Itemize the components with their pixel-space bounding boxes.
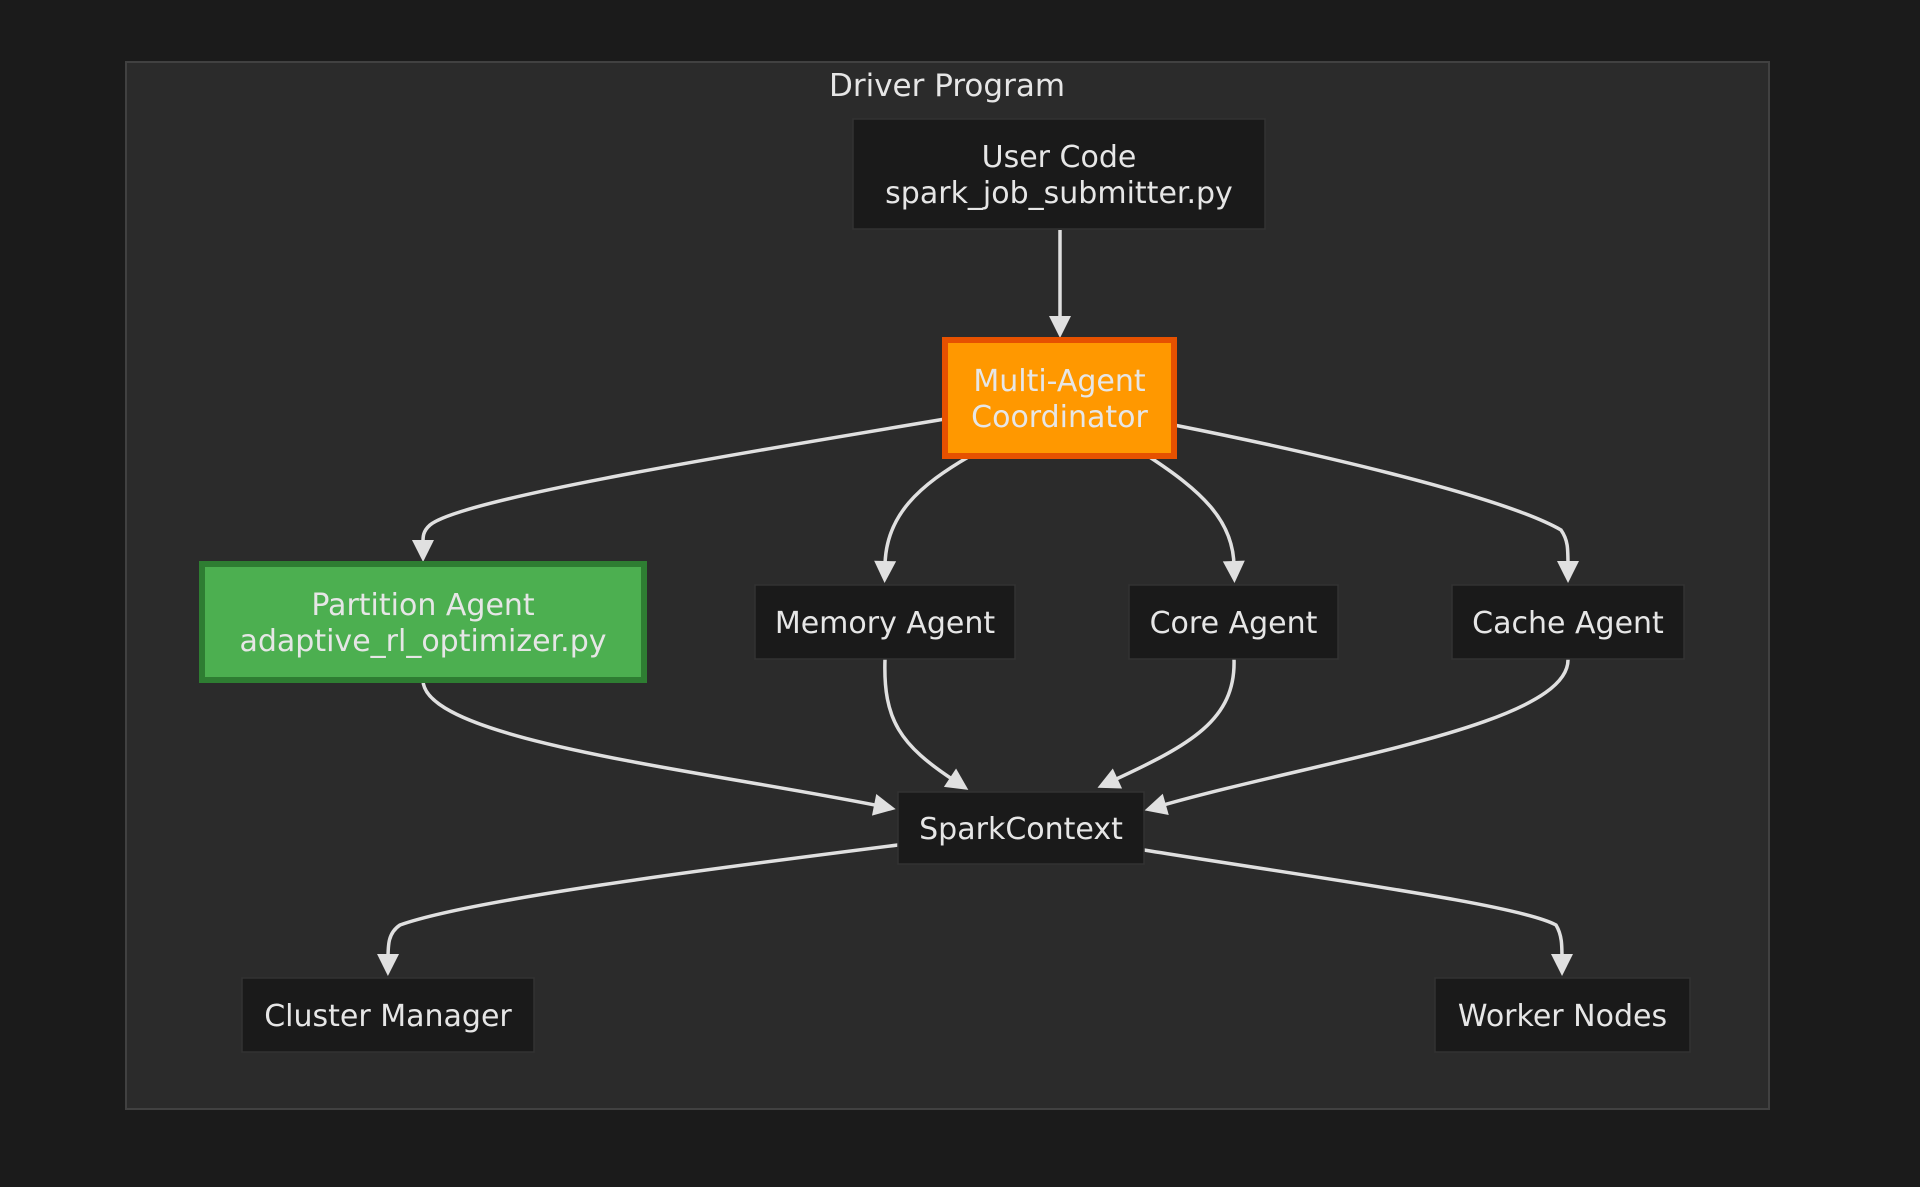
edge-line [1159, 658, 1570, 808]
edge-line [421, 417, 946, 547]
arrowhead-icon [874, 560, 897, 583]
edge-core-to-spark-context [1097, 658, 1236, 789]
edge-coordinator-to-core [1147, 454, 1245, 583]
edge-coordinator-to-memory [874, 454, 971, 583]
node-box [942, 337, 1177, 459]
node-worker-nodes[interactable]: Worker Nodes [1434, 977, 1691, 1053]
node-label: Worker Nodes [1458, 999, 1667, 1034]
node-cluster-manager[interactable]: Cluster Manager [241, 977, 535, 1053]
node-core[interactable]: Core Agent [1128, 584, 1339, 660]
node-label: Multi-Agent [973, 364, 1146, 399]
nodes-layer: User Codespark_job_submitter.pyMulti-Age… [199, 118, 1691, 1053]
cluster-title: Driver Program [829, 68, 1065, 104]
edge-cache-to-spark-context [1144, 658, 1570, 815]
node-box [852, 118, 1266, 230]
node-label: Core Agent [1150, 606, 1318, 641]
node-box [241, 977, 535, 1053]
edge-coordinator-to-partition [411, 417, 946, 562]
node-box [754, 584, 1016, 660]
node-box [1434, 977, 1691, 1053]
edge-line [1147, 454, 1236, 568]
edges-layer [377, 230, 1579, 976]
node-label: Partition Agent [311, 588, 535, 623]
edge-line [1143, 848, 1564, 961]
node-memory[interactable]: Memory Agent [754, 584, 1016, 660]
arrowhead-icon [1097, 768, 1123, 789]
edge-line [386, 843, 899, 961]
node-spark-context[interactable]: SparkContext [897, 791, 1145, 865]
edge-partition-to-spark-context [421, 679, 896, 816]
node-box [199, 561, 647, 683]
node-label: User Code [982, 140, 1137, 175]
node-cache[interactable]: Cache Agent [1451, 584, 1685, 660]
node-sublabel: spark_job_submitter.py [885, 176, 1233, 211]
edge-spark-context-to-worker-nodes [1143, 848, 1573, 976]
node-label: SparkContext [919, 812, 1123, 847]
arrowhead-icon [943, 768, 969, 790]
node-box [897, 791, 1145, 865]
arrowhead-icon [1049, 316, 1071, 338]
edge-coordinator-to-cache [1173, 423, 1579, 583]
node-label: Cache Agent [1472, 606, 1664, 641]
node-box [1451, 584, 1685, 660]
arrowhead-icon [377, 953, 400, 976]
edge-user-code-to-coordinator [1049, 230, 1071, 338]
arrowhead-icon [1556, 560, 1579, 583]
edge-line [1173, 423, 1570, 568]
node-box [1128, 584, 1339, 660]
node-label: Memory Agent [775, 606, 996, 641]
arrowhead-icon [1222, 560, 1245, 583]
node-sublabel: Coordinator [971, 400, 1148, 435]
edge-line [1111, 658, 1236, 783]
edge-line [883, 454, 971, 568]
node-sublabel: adaptive_rl_optimizer.py [239, 624, 606, 659]
edge-spark-context-to-cluster-manager [377, 843, 899, 976]
arrowhead-icon [1550, 953, 1573, 976]
node-label: Cluster Manager [264, 999, 512, 1034]
edge-line [421, 679, 881, 808]
arrowhead-icon [871, 794, 896, 816]
arrowhead-icon [411, 539, 434, 562]
arrowhead-icon [1144, 793, 1169, 815]
edge-memory-to-spark-context [883, 658, 969, 790]
edge-line [883, 658, 956, 783]
